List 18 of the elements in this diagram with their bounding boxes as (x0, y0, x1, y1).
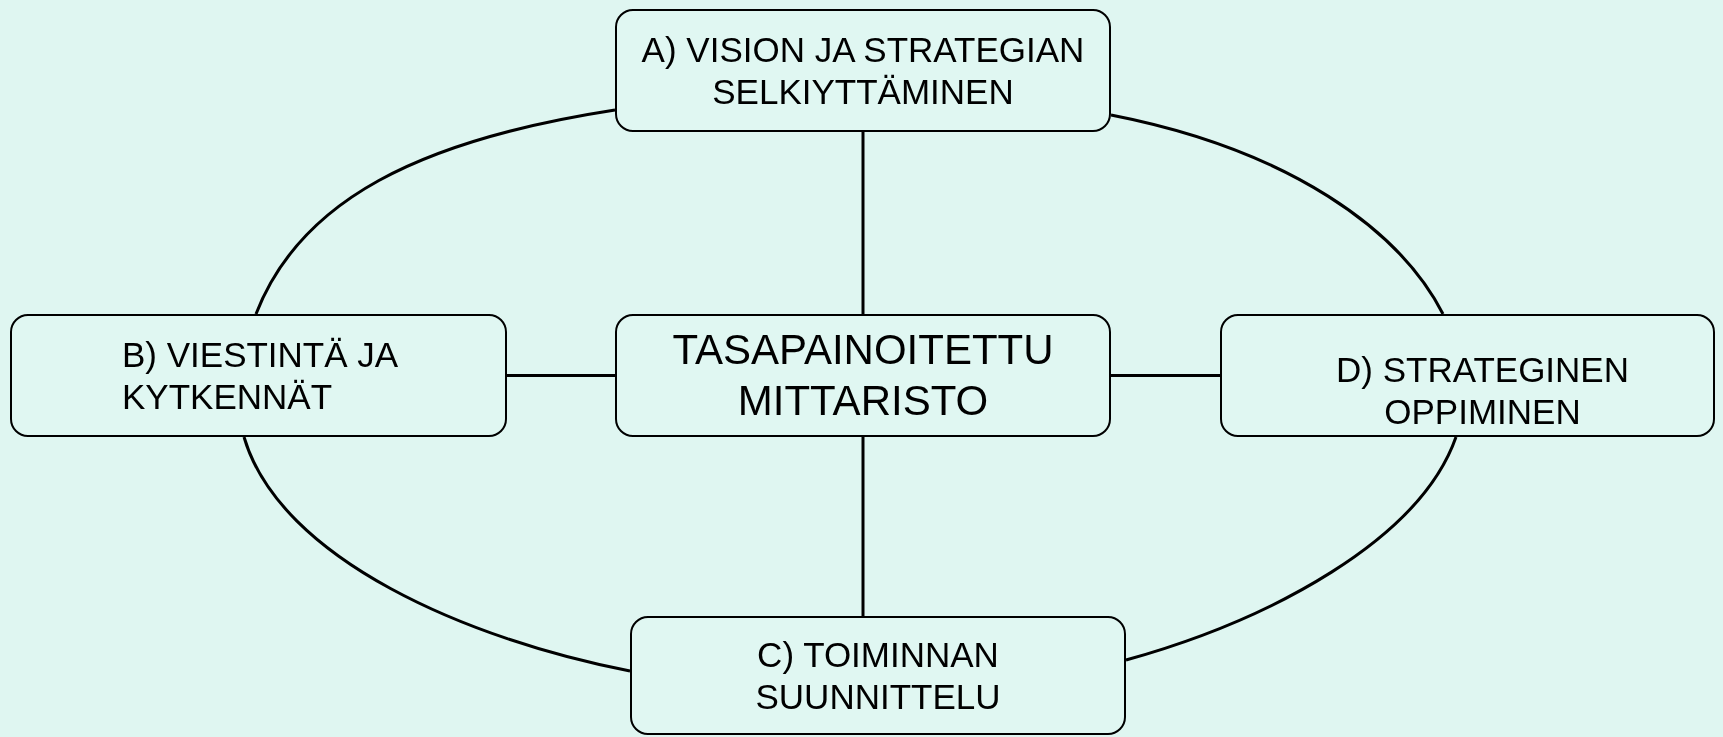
connector-line (507, 374, 615, 377)
process-box (615, 9, 1111, 132)
box-label: A) VISION JA STRATEGIAN SELKIYTTÄMINEN (640, 28, 1086, 113)
process-box (630, 616, 1126, 735)
box-label: D) STRATEGINEN OPPIMINEN (1335, 348, 1630, 433)
connector-line (1111, 374, 1220, 377)
box-label: TASAPAINOITETTU MITTARISTO (671, 325, 1055, 426)
connector-line (861, 437, 865, 616)
connector-line (254, 108, 616, 315)
process-box (615, 314, 1111, 437)
box-label: C) TOIMINNAN SUUNNITTELU (754, 633, 1002, 718)
connector-line (1110, 113, 1445, 315)
connector-line (1125, 436, 1458, 662)
connector-line (861, 132, 865, 314)
connector-line (242, 436, 631, 673)
process-box (1220, 314, 1715, 437)
process-box (10, 314, 507, 437)
box-label: B) VIESTINTÄ JA KYTKENNÄT (122, 333, 398, 418)
